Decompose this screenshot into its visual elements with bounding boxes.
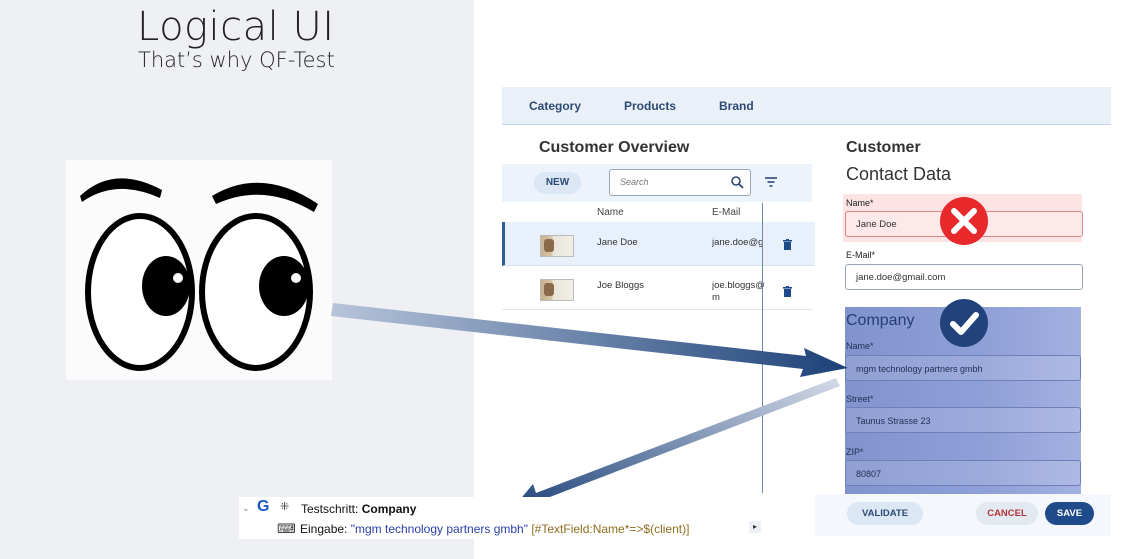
row-name: Joe Bloggs (597, 280, 645, 291)
search-icon[interactable] (730, 175, 744, 189)
trash-icon[interactable] (783, 286, 792, 297)
qf-logo-icon: G (257, 498, 270, 515)
action-bar: VALIDATE CANCEL SAVE (815, 494, 1111, 536)
cancel-button[interactable]: CANCEL (976, 502, 1038, 525)
overview-toolbar: NEW Search (502, 164, 812, 202)
nav-item-brand[interactable]: Brand (719, 99, 754, 113)
slide-title: Logical UI (137, 4, 335, 50)
top-nav: Category Products Brand (502, 87, 1111, 125)
column-header-name[interactable]: Name (597, 207, 624, 218)
step-name: Company (361, 502, 417, 516)
row-name: Jane Doe (597, 237, 638, 248)
row-email: joe.bloggs@ m (712, 280, 764, 303)
trash-icon[interactable] (783, 239, 792, 250)
company-title: Company (846, 312, 915, 329)
eyes-illustration (66, 160, 332, 380)
nav-item-products[interactable]: Products (624, 99, 677, 113)
step-icon: ⁜ (280, 501, 289, 513)
table-row[interactable]: Joe Bloggs joe.bloggs@ m (502, 266, 812, 310)
input-prefix: Eingabe: (300, 522, 348, 536)
email-label: E-Mail* (846, 250, 876, 260)
keyboard-icon: ⌨ (277, 521, 296, 536)
column-divider (762, 203, 763, 493)
nav-item-category[interactable]: Category (529, 99, 582, 113)
name-label: Name* (846, 198, 874, 208)
collapse-icon[interactable]: ⌄ (242, 503, 250, 513)
qf-test-step-bar: ⌄ G ⁜ Testschritt: Company ⌨ Eingabe: "m… (239, 497, 762, 539)
street-field[interactable]: Taunus Strasse 23 (845, 407, 1081, 433)
input-step-line[interactable]: Eingabe: "mgm technology partners gmbh" … (300, 522, 689, 536)
customer-title: Customer (846, 139, 921, 156)
search-input[interactable]: Search (609, 169, 751, 196)
new-button[interactable]: NEW (534, 172, 581, 194)
search-placeholder: Search (620, 177, 649, 187)
error-x-icon (940, 197, 988, 245)
contact-data-title: Contact Data (846, 164, 952, 184)
zip-label: ZIP* (846, 447, 864, 457)
zip-field[interactable]: 80807 (845, 460, 1081, 486)
checkmark-icon (940, 299, 988, 347)
save-button[interactable]: SAVE (1045, 502, 1094, 525)
id-card-thumbnail (540, 235, 574, 257)
email-field[interactable]: jane.doe@gmail.com (845, 264, 1083, 290)
validate-button[interactable]: VALIDATE (847, 502, 923, 525)
input-value: "mgm technology partners gmbh" (350, 522, 528, 536)
column-header-email[interactable]: E-Mail (712, 207, 741, 218)
filter-icon[interactable] (764, 176, 778, 188)
slide-subtitle: That’s why QF-Test (138, 48, 335, 72)
test-step-line[interactable]: Testschritt: Company (301, 502, 416, 516)
street-label: Street* (846, 394, 874, 404)
scroll-right-arrow[interactable]: ▸ (749, 521, 761, 533)
id-card-thumbnail (540, 279, 574, 301)
company-name-label: Name* (846, 341, 874, 351)
step-prefix: Testschritt: (301, 502, 359, 516)
company-name-field[interactable]: mgm technology partners gmbh (845, 355, 1081, 381)
overview-title: Customer Overview (539, 139, 690, 156)
row-email: jane.doe@g (712, 237, 764, 248)
input-component: [#TextField:Name*=>$(client)] (531, 522, 690, 536)
